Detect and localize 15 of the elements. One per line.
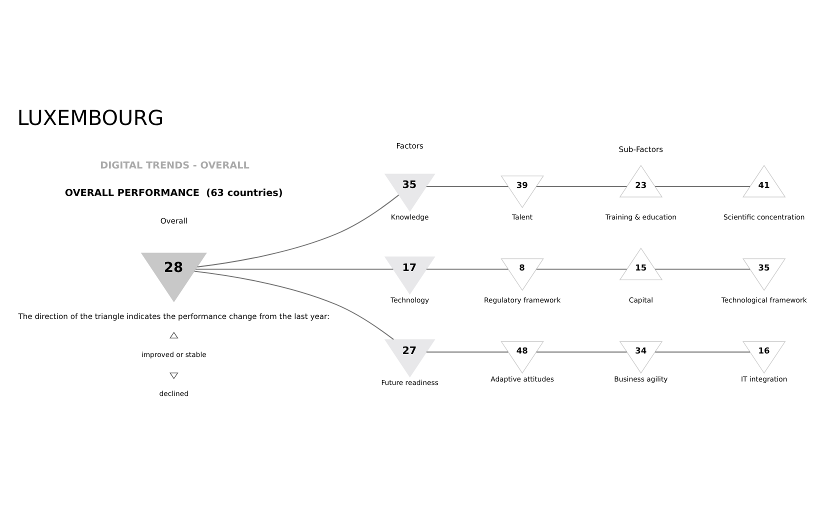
connector — [655, 351, 750, 352]
label: DIGITAL TRENDS - OVERALL — [100, 160, 250, 171]
connector — [536, 185, 627, 186]
connector — [655, 185, 750, 186]
label: OVERALL PERFORMANCE (63 countries) — [64, 187, 283, 198]
diagram-title: LUXEMBOURG — [17, 106, 164, 130]
connector — [655, 268, 750, 270]
connector — [426, 268, 508, 270]
connector — [194, 270, 394, 340]
connector — [426, 185, 508, 186]
connector — [196, 268, 394, 270]
connector — [197, 194, 400, 267]
connector — [536, 268, 627, 270]
connector — [426, 351, 508, 352]
connector — [536, 351, 627, 352]
